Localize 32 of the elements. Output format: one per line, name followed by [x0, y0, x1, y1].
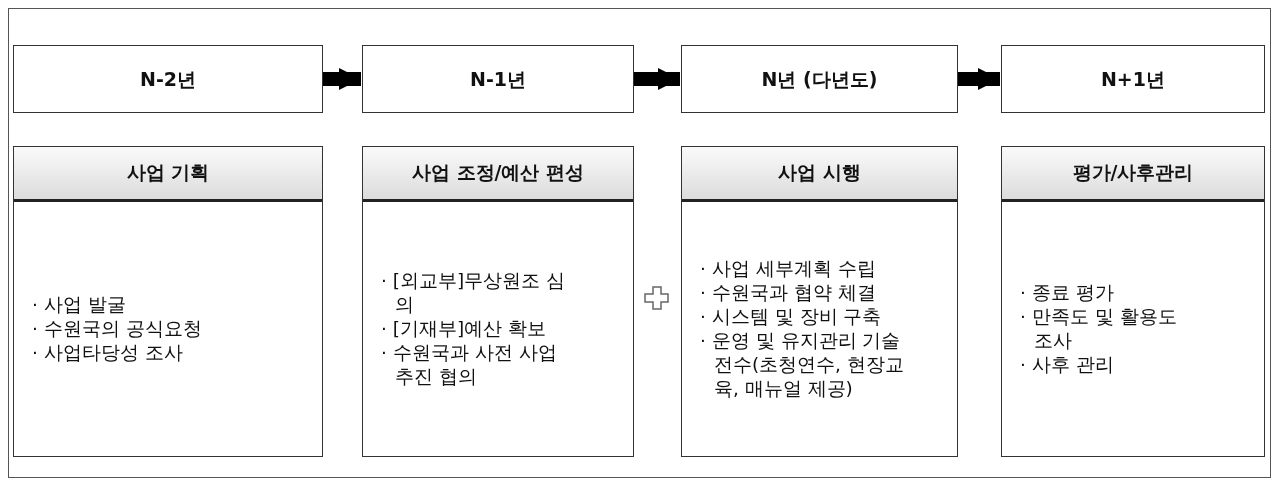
block-arrow	[634, 67, 680, 91]
year-label: N-2년	[140, 67, 196, 91]
year-box	[681, 45, 958, 113]
bullet-item: · 운영 및 유지관리 기술전수(초청연수, 현장교육, 매뉴얼 제공)	[700, 329, 905, 402]
stage-box	[13, 146, 323, 457]
year-box	[1001, 45, 1265, 113]
bullet-item: · [기재부]예산 확보	[381, 316, 548, 341]
year-box	[362, 45, 634, 113]
year-label: N+1년	[1100, 67, 1165, 91]
year-label: N-1년	[470, 67, 526, 91]
stage-heading: 사업 기획	[126, 160, 210, 185]
bullet-item: · 사업 세부계획 수립	[700, 256, 877, 281]
stage-box	[681, 146, 958, 457]
bullet-item: · 만족도 및 활용도 조사	[1020, 304, 1178, 353]
year-label: N년 (다년도)	[761, 67, 878, 91]
stage-box	[362, 146, 634, 457]
bullet-item: · [외교부]무상원조 심의	[381, 268, 567, 317]
stage-heading: 평가/사후관리	[1072, 160, 1194, 185]
stage-box	[1001, 146, 1265, 457]
block-arrow	[323, 67, 361, 91]
year-box	[13, 45, 323, 113]
block-arrow	[958, 67, 1000, 91]
stage-heading: 사업 시행	[778, 160, 861, 185]
bullet-item: · 종료 평가	[1020, 280, 1115, 305]
bullet-item: · 사후 관리	[1020, 353, 1115, 378]
bullet-item: · 시스템 및 장비 구축	[700, 304, 883, 329]
bullet-item: · 수원국과 사전 사업 추진 협의	[381, 341, 558, 390]
stage-heading: 사업 조정/예산 편성	[411, 160, 585, 185]
bullet-item: · 사업 발굴	[32, 292, 127, 317]
bullet-item: · 사업타당성 조사	[32, 341, 184, 365]
bullet-item: · 수원국의 공식요청	[32, 316, 203, 341]
bullet-item: · 수원국과 협약 체결	[700, 280, 877, 305]
